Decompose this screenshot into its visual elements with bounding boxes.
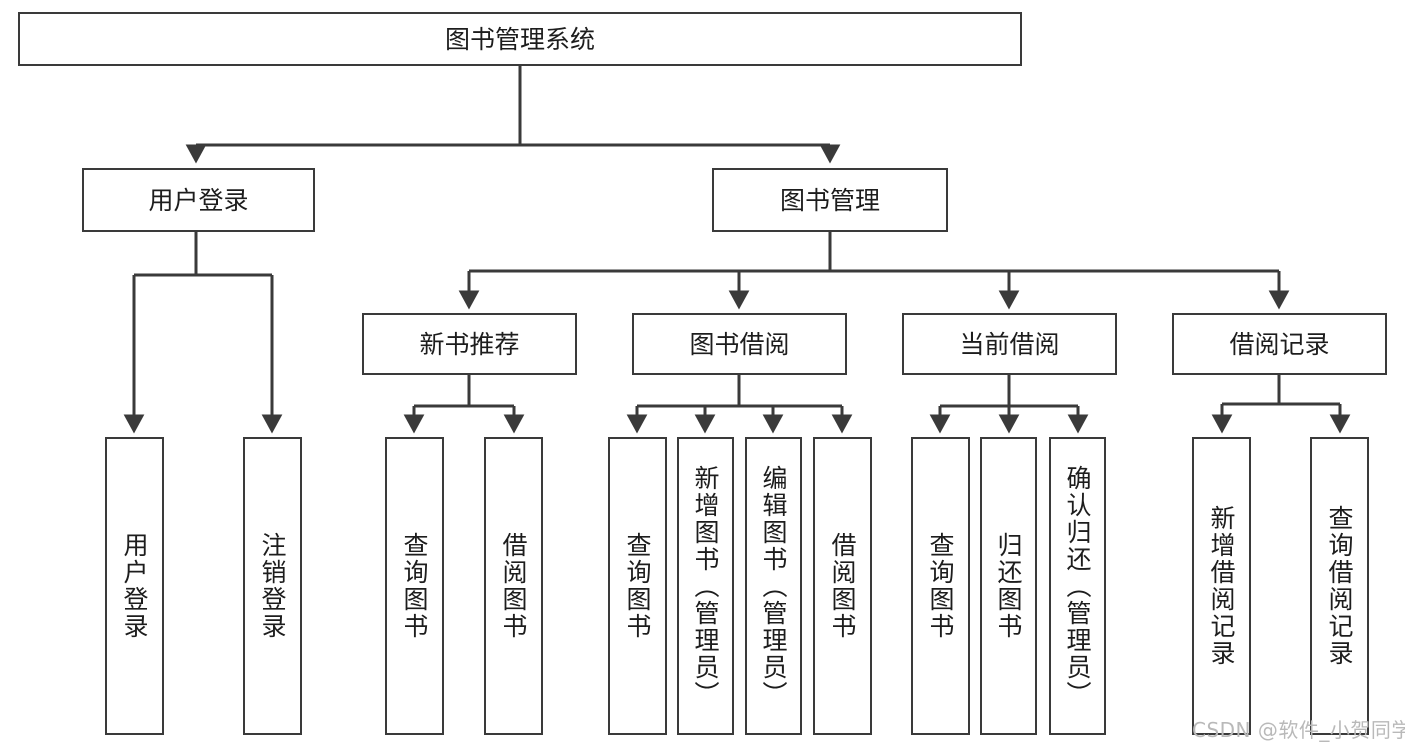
node-current-borrow-label: 当前借阅 <box>959 329 1060 359</box>
leaf-newbook-borrow-label: 借阅图书 <box>499 532 528 640</box>
leaf-user-logout-label: 注销登录 <box>258 532 287 640</box>
node-current-borrow[interactable]: 当前借阅 <box>902 313 1117 375</box>
leaf-borrow-query-label: 查询图书 <box>623 532 652 640</box>
node-book-borrow[interactable]: 图书借阅 <box>632 313 847 375</box>
node-new-book-recommend-label: 新书推荐 <box>419 329 520 359</box>
leaf-user-login-label: 用户登录 <box>120 532 149 640</box>
leaf-borrow-lend-label: 借阅图书 <box>828 532 857 640</box>
node-borrow-record-label: 借阅记录 <box>1229 329 1330 359</box>
leaf-current-return-label: 归还图书 <box>994 532 1023 640</box>
watermark-text: CSDN @软件_小贺同学 <box>1192 718 1405 742</box>
leaf-current-return[interactable]: 归还图书 <box>980 437 1037 735</box>
node-borrow-record[interactable]: 借阅记录 <box>1172 313 1387 375</box>
leaf-newbook-borrow[interactable]: 借阅图书 <box>484 437 543 735</box>
leaf-user-login[interactable]: 用户登录 <box>105 437 164 735</box>
leaf-record-query[interactable]: 查询借阅记录 <box>1310 437 1369 735</box>
leaf-record-add-label: 新增借阅记录 <box>1207 505 1236 667</box>
leaf-current-confirm-admin-label: 确认归还（管理员） <box>1063 464 1092 708</box>
leaf-borrow-edit-admin-label: 编辑图书（管理员） <box>759 464 788 708</box>
node-book-management-label: 图书管理 <box>779 185 880 215</box>
leaf-borrow-edit-admin[interactable]: 编辑图书（管理员） <box>745 437 802 735</box>
node-book-borrow-label: 图书借阅 <box>689 329 790 359</box>
leaf-user-logout[interactable]: 注销登录 <box>243 437 302 735</box>
leaf-current-confirm-admin[interactable]: 确认归还（管理员） <box>1049 437 1106 735</box>
leaf-borrow-query[interactable]: 查询图书 <box>608 437 667 735</box>
node-user-login[interactable]: 用户登录 <box>82 168 315 232</box>
node-user-login-label: 用户登录 <box>148 185 249 215</box>
leaf-current-query[interactable]: 查询图书 <box>911 437 970 735</box>
leaf-newbook-query[interactable]: 查询图书 <box>385 437 444 735</box>
leaf-newbook-query-label: 查询图书 <box>400 532 429 640</box>
leaf-borrow-add-admin[interactable]: 新增图书（管理员） <box>677 437 734 735</box>
leaf-borrow-lend[interactable]: 借阅图书 <box>813 437 872 735</box>
leaf-record-query-label: 查询借阅记录 <box>1325 505 1354 667</box>
leaf-record-add[interactable]: 新增借阅记录 <box>1192 437 1251 735</box>
leaf-borrow-add-admin-label: 新增图书（管理员） <box>691 464 720 708</box>
node-root-label: 图书管理系统 <box>444 24 595 54</box>
node-book-management[interactable]: 图书管理 <box>712 168 948 232</box>
node-root[interactable]: 图书管理系统 <box>18 12 1022 66</box>
node-new-book-recommend[interactable]: 新书推荐 <box>362 313 577 375</box>
leaf-current-query-label: 查询图书 <box>926 532 955 640</box>
